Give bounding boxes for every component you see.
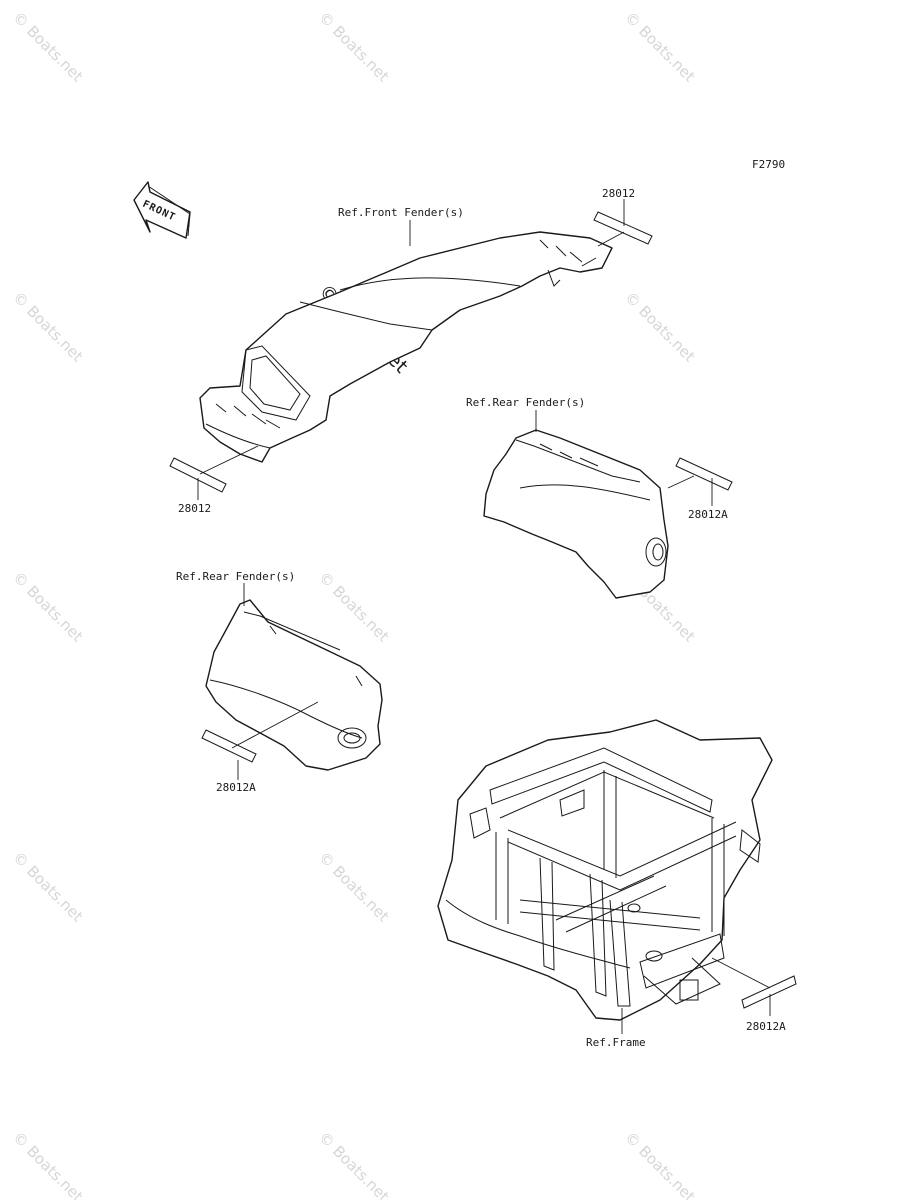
front-fender-ref: Ref.Front Fender(s) (338, 206, 464, 219)
rear-fender-left-drawing (205, 599, 383, 771)
part-number-28012-bottom: 28012 (178, 502, 211, 515)
decal-28012A-frame (741, 975, 797, 1009)
frame-ref: Ref.Frame (586, 1036, 646, 1049)
decal-28012A-left (201, 729, 257, 763)
front-arrow-icon: FRONT (133, 181, 191, 239)
decal-28012-top (593, 211, 653, 245)
part-number-28012-top: 28012 (602, 187, 635, 200)
watermark: © Boats.net (621, 8, 699, 86)
part-number-28012A-left: 28012A (216, 781, 256, 794)
watermark-layer: © Boats.net © Boats.net © Boats.net © Bo… (9, 8, 699, 1200)
watermark: © Boats.net (621, 288, 699, 366)
watermark: © Boats.net (9, 8, 87, 86)
watermark: © Boats.net (621, 1128, 699, 1200)
watermark: © Boats.net (9, 568, 87, 646)
part-number-28012A-right: 28012A (688, 508, 728, 521)
rear-fender-left-ref: Ref.Rear Fender(s) (176, 570, 295, 583)
figure-code: F2790 (752, 158, 785, 171)
part-number-28012A-frame: 28012A (746, 1020, 786, 1033)
watermark: © Boats.net (315, 1128, 393, 1200)
watermark: © Boats.net (315, 848, 393, 926)
watermark: © Boats.net (9, 1128, 87, 1200)
decal-28012A-right (675, 457, 733, 491)
decal-28012-bottom (169, 457, 227, 493)
watermark: © Boats.net (315, 8, 393, 86)
rear-fender-right-drawing (483, 429, 669, 599)
frame-drawing (437, 719, 773, 1021)
rear-fender-right-ref: Ref.Rear Fender(s) (466, 396, 585, 409)
watermark: © Boats.net (9, 848, 87, 926)
watermark: © Boats.net (9, 288, 87, 366)
watermark: © Boats.net (315, 568, 393, 646)
front-fender-drawing (199, 231, 613, 463)
